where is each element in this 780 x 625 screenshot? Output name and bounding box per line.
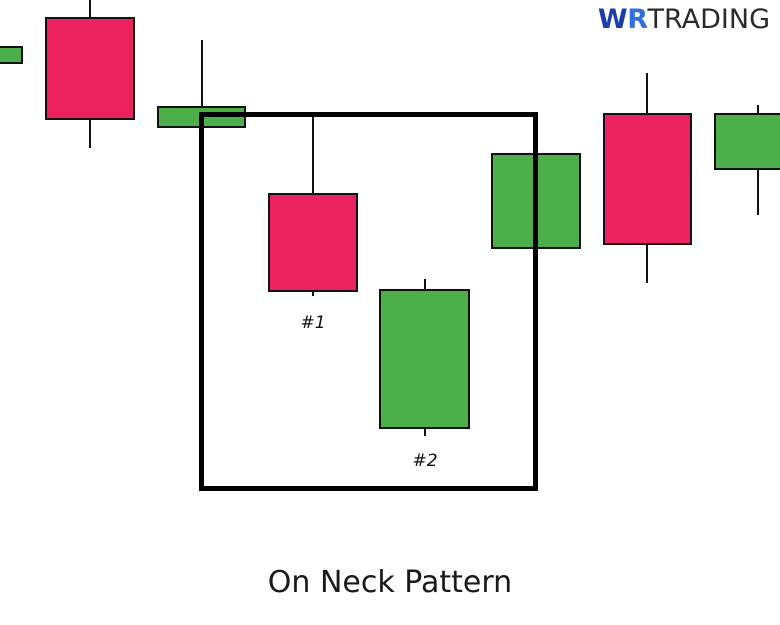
brand-logo: WRTRADING: [598, 6, 770, 33]
candle-number-label: #1: [300, 313, 326, 333]
candle-body: [603, 113, 692, 245]
brand-logo-w: W: [597, 4, 628, 35]
candle-body: [45, 17, 135, 120]
chart-caption: On Neck Pattern: [267, 565, 513, 600]
candle-body: [0, 46, 23, 64]
candle-body: [714, 113, 780, 170]
brand-logo-word: TRADING: [647, 4, 770, 35]
candle-wick: [201, 40, 203, 136]
brand-logo-r: R: [627, 4, 648, 35]
candle-body: [379, 289, 470, 429]
candle-number-label: #2: [412, 451, 438, 471]
candle-body: [268, 193, 358, 292]
pattern-highlight-box: [199, 112, 538, 491]
